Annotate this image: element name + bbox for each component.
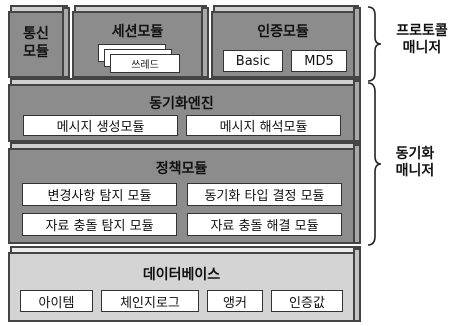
db-item-box: 아이템 (20, 290, 93, 312)
thread-card: 쓰레드 (110, 54, 180, 73)
sync-type-label: 동기화 타입 결정 모듈 (204, 189, 325, 204)
message-create-module: 메시지 생성모듈 (23, 115, 178, 136)
sync-manager-label: 동기화 매니저 (383, 146, 447, 180)
policy-module-title: 정책모듈 (155, 161, 208, 177)
basic-box: Basic (223, 50, 283, 72)
session-module-side (201, 7, 209, 78)
thread-label: 쓰레드 (131, 60, 159, 71)
auth-module-title: 인증모듈 (257, 24, 309, 40)
comm-module-label: 통신 모듈 (10, 25, 62, 61)
conflict-detect-label: 자료 충돌 탐지 모듈 (45, 219, 154, 234)
database-side (353, 248, 361, 322)
sync-engine-side (353, 80, 361, 142)
database: 데이터베이스 아이템 체인지로그 앵커 인증값 (8, 252, 355, 322)
basic-label: Basic (235, 53, 271, 69)
protocol-manager-label: 프로토콜 매니저 (383, 23, 461, 57)
sync-manager-line2: 매니저 (395, 163, 435, 179)
auth-module-side (353, 7, 361, 78)
changelog-label: 체인지로그 (120, 295, 180, 311)
protocol-manager-brace (367, 6, 382, 82)
change-detect-module: 변경사항 탐지 모듈 (22, 183, 177, 206)
comm-module: 통신 모듈 (8, 11, 64, 78)
anchor-box: 앵커 (207, 290, 263, 312)
policy-module-side (353, 144, 361, 244)
protocol-manager-line1: 프로토콜 (396, 23, 448, 39)
sync-manager-brace (367, 82, 382, 246)
sync-manager-line1: 동기화 (395, 146, 435, 162)
auth-value-label: 인증값 (289, 295, 325, 311)
sync-type-module: 동기화 타입 결정 모듈 (187, 183, 342, 206)
comm-module-label-line1: 통신 (23, 26, 49, 42)
conflict-detect-module: 자료 충돌 탐지 모듈 (22, 213, 177, 236)
conflict-resolve-module: 자료 충돌 해결 모듈 (187, 213, 342, 236)
anchor-label: 앵커 (223, 295, 247, 311)
session-module: 세션모듈 쓰레드 (72, 11, 203, 78)
database-title: 데이터베이스 (142, 267, 221, 283)
message-create-label: 메시지 생성모듈 (56, 120, 145, 135)
policy-module: 정책모듈 변경사항 탐지 모듈 동기화 타입 결정 모듈 자료 충돌 탐지 모듈… (8, 148, 355, 244)
session-module-title: 세션모듈 (111, 24, 164, 40)
protocol-manager-line2: 매니저 (402, 40, 442, 56)
md5-box: MD5 (291, 50, 347, 72)
comm-module-side (62, 7, 70, 78)
sync-engine-title: 동기화엔진 (149, 96, 214, 112)
sync-engine: 동기화엔진 메시지 생성모듈 메시지 해석모듈 (8, 84, 355, 142)
md5-label: MD5 (304, 53, 334, 69)
conflict-resolve-label: 자료 충돌 해결 모듈 (210, 219, 319, 234)
change-detect-label: 변경사항 탐지 모듈 (47, 189, 152, 204)
auth-value-box: 인증값 (271, 290, 343, 312)
comm-module-label-line2: 모듈 (23, 44, 49, 60)
message-parse-module: 메시지 해석모듈 (186, 115, 341, 136)
message-parse-label: 메시지 해석모듈 (219, 120, 308, 135)
db-item-label: 아이템 (38, 295, 75, 311)
changelog-box: 체인지로그 (101, 290, 199, 312)
auth-module: 인증모듈 Basic MD5 (211, 11, 355, 78)
